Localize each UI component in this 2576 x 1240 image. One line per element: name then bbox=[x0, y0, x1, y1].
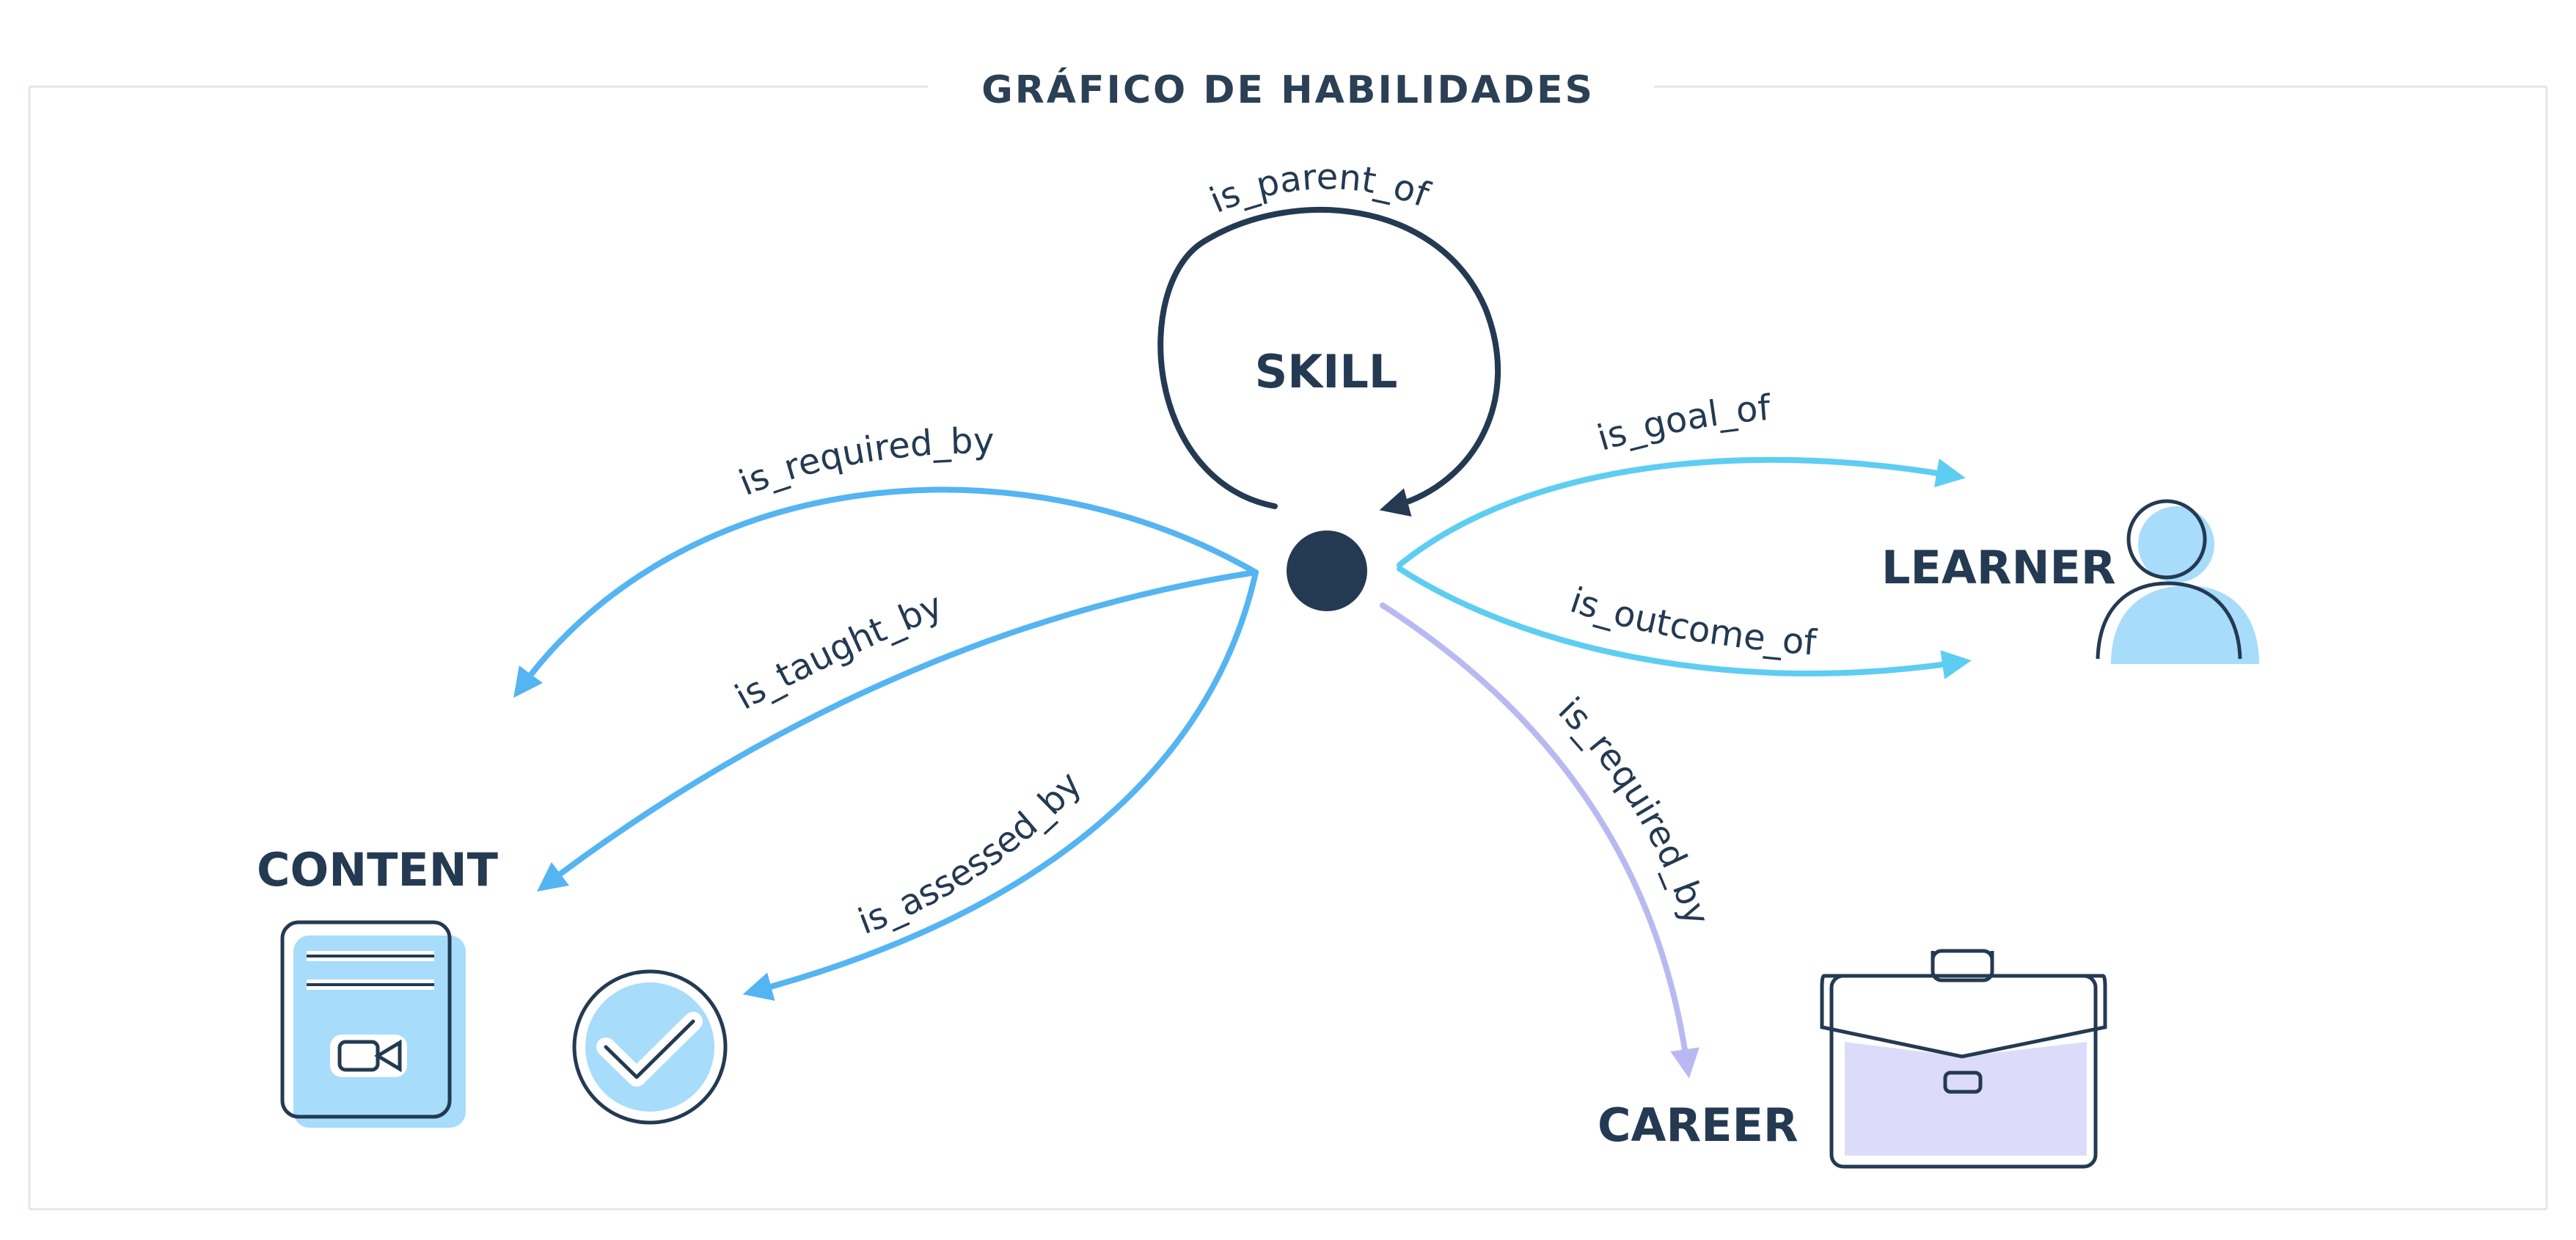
learner-label: LEARNER bbox=[1881, 541, 2116, 594]
diagram-title: GRÁFICO DE HABILIDADES bbox=[981, 68, 1595, 112]
label-is-assessed-by: is_assessed_by bbox=[853, 764, 1090, 943]
person-icon bbox=[2096, 499, 2259, 664]
skill-label: SKILL bbox=[1255, 345, 1398, 398]
edge-is-assessed-by bbox=[742, 569, 1259, 1002]
content-label: CONTENT bbox=[257, 843, 498, 897]
edge-is-outcome-of bbox=[1397, 566, 1972, 679]
frame bbox=[28, 85, 2548, 1211]
document-video-icon bbox=[280, 920, 466, 1128]
edge-is-goal-of bbox=[1397, 456, 1966, 568]
checkmark-badge-icon bbox=[572, 969, 728, 1125]
edge-is-taught-by bbox=[537, 569, 1259, 892]
career-label: CAREER bbox=[1598, 1098, 1799, 1152]
edge-is-parent-of bbox=[1157, 206, 1501, 517]
edge-is-required-by-content bbox=[513, 486, 1259, 699]
edge-is-required-by-career bbox=[1380, 602, 1699, 1079]
skill-node bbox=[1287, 530, 1367, 611]
label-is-goal-of: is_goal_of bbox=[1592, 387, 1772, 459]
briefcase-icon bbox=[1820, 949, 2107, 1169]
label-is-taught-by: is_taught_by bbox=[728, 585, 948, 718]
label-is-required-by-career: is_required_by bbox=[1551, 690, 1718, 930]
